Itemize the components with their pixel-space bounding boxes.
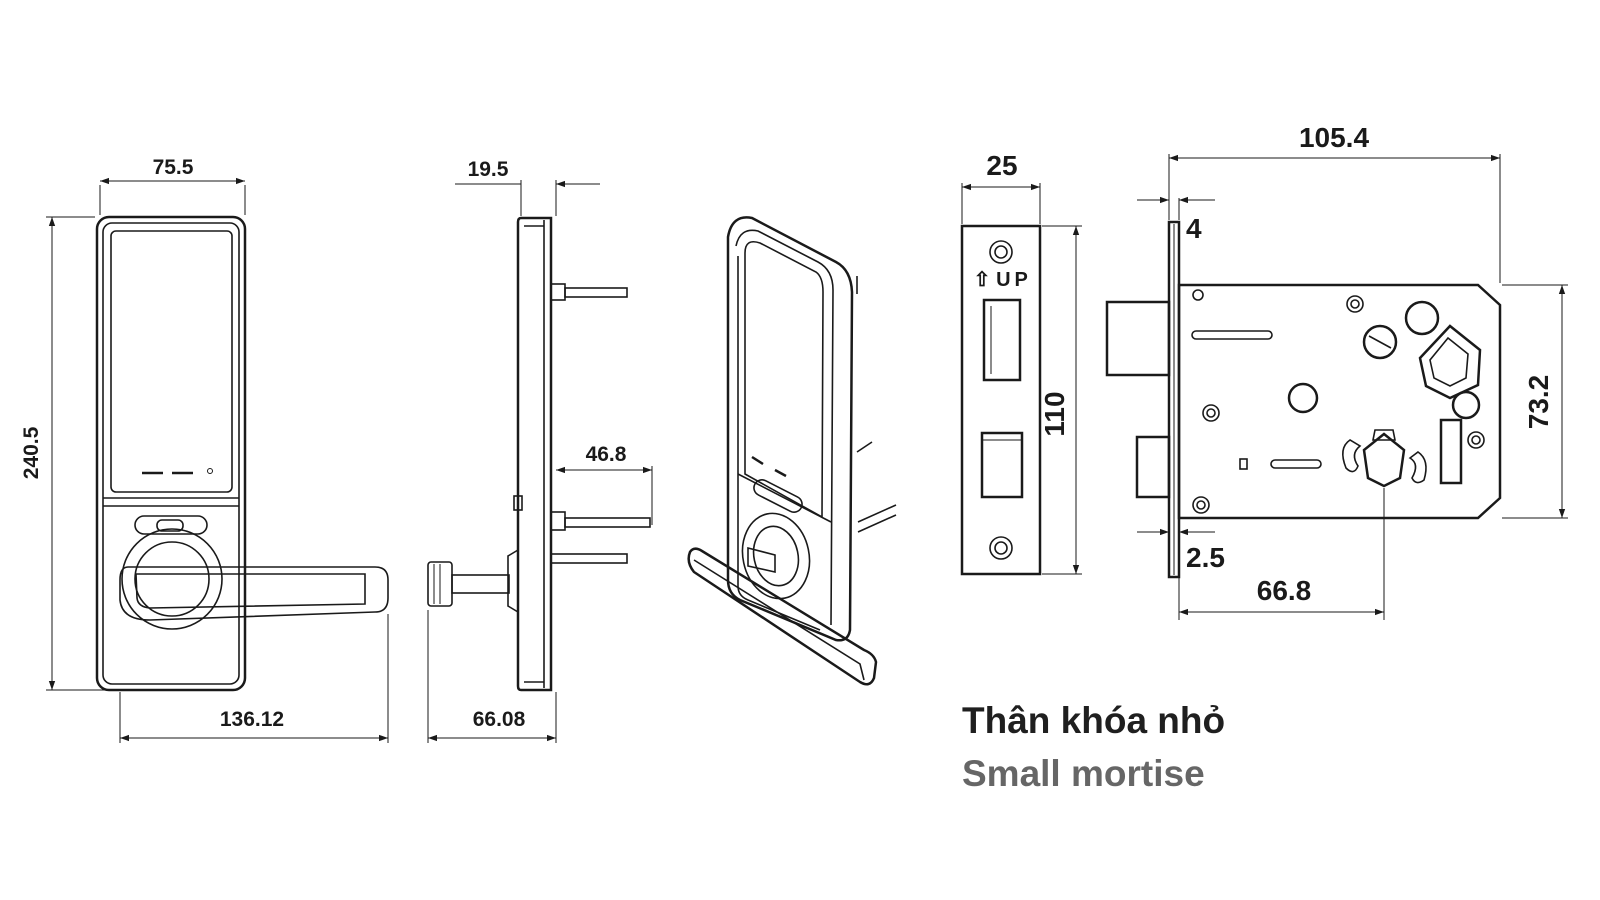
side-view (427, 180, 653, 743)
mortise-length-dimension: 105.4 (1169, 122, 1500, 162)
svg-text:136.12: 136.12 (220, 708, 284, 731)
svg-text:75.5: 75.5 (153, 156, 194, 179)
svg-text:73.2: 73.2 (1523, 375, 1554, 430)
svg-text:105.4: 105.4 (1299, 122, 1369, 153)
faceplate-up-label: UP (996, 269, 1032, 291)
faceplate-width-dimension: 25 (962, 150, 1040, 191)
side-depth-dimension: 66.08 (428, 708, 556, 742)
svg-text:66.08: 66.08 (473, 708, 526, 731)
caption-vietnamese: Thân khóa nhỏ (962, 700, 1226, 741)
svg-text:4: 4 (1186, 213, 1202, 244)
handle-length-dimension: 136.12 (120, 708, 388, 742)
svg-text:240.5: 240.5 (20, 426, 43, 479)
svg-text:110: 110 (1039, 391, 1070, 436)
caption-english: Small mortise (962, 753, 1205, 794)
side-spindle-dimension: 46.8 (556, 443, 652, 474)
svg-text:19.5: 19.5 (468, 158, 509, 181)
mortise-body (1105, 154, 1568, 620)
svg-text:2.5: 2.5 (1186, 542, 1225, 573)
svg-text:66.8: 66.8 (1257, 575, 1312, 606)
faceplate-thickness-dimension: 4 (1137, 196, 1215, 244)
svg-text:25: 25 (986, 150, 1017, 181)
faceplate-view: ⇧ UP (960, 183, 1082, 576)
svg-text:46.8: 46.8 (586, 443, 627, 466)
offset-dimension: 2.5 (1137, 528, 1225, 573)
up-arrow-icon: ⇧ (974, 269, 991, 291)
backset-dimension: 66.8 (1179, 575, 1384, 616)
isometric-view (687, 216, 897, 686)
front-view (46, 185, 389, 743)
mortise-height-dimension: 73.2 (1523, 285, 1566, 518)
side-thickness-dimension: 19.5 (455, 158, 600, 188)
faceplate-height-dimension: 110 (1039, 226, 1080, 574)
front-height-dimension: 240.5 (20, 217, 56, 690)
front-width-dimension: 75.5 (100, 156, 245, 185)
